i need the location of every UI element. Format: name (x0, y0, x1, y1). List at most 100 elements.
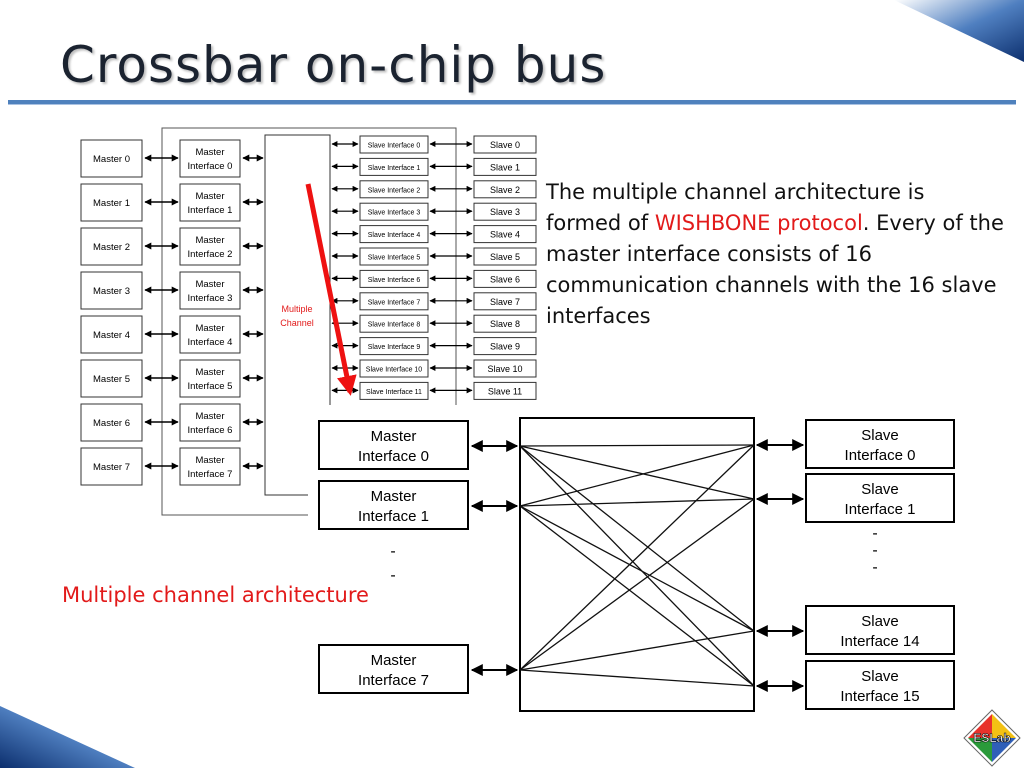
multiple-channel-label: Multiple (281, 304, 312, 314)
slave-box (473, 381, 537, 400)
crossbar-master-line2: Interface 7 (358, 672, 429, 689)
slave-interface-box (359, 247, 429, 266)
crossbar-connection (519, 505, 755, 687)
master-box (80, 227, 143, 266)
crossbar-slave-box (805, 660, 955, 710)
master-interface-box (179, 139, 241, 178)
master-interface-label: Master (195, 411, 224, 422)
slave-interface-label: Slave Interface 6 (368, 277, 421, 284)
master-interface-label: Interface 7 (188, 469, 233, 480)
slave-box (473, 202, 537, 221)
crossbar-slave-line1: Slave (861, 427, 899, 444)
multiple-channel-label: Channel (280, 318, 314, 328)
master-interface-label: Master (195, 323, 224, 334)
slave-label: Slave 8 (490, 319, 520, 329)
master-interface-label: Interface 1 (188, 205, 233, 216)
master-interface-box (179, 403, 241, 442)
crossbar-slave-box (805, 419, 955, 469)
crossbar-connection (519, 445, 755, 632)
crossbar-master-line2: Interface 0 (358, 448, 429, 465)
description-part2: . Every of the master interface consists… (546, 211, 1004, 328)
slave-interface-box (359, 359, 429, 378)
crossbar-slave-line2: Interface 15 (840, 688, 919, 705)
slave-interface-label: Slave Interface 2 (368, 187, 421, 194)
slave-interface-label: Slave Interface 10 (366, 367, 423, 374)
crossbar-master-box (318, 644, 469, 694)
master-interface-box (179, 227, 241, 266)
crossbar-slave-line2: Interface 14 (840, 633, 919, 650)
master-ellipsis: - (390, 543, 395, 560)
crossbar-connection (519, 498, 755, 507)
description-part1: The multiple channel architecture is for… (546, 180, 925, 235)
crossbar-slave-line2: Interface 0 (845, 447, 916, 464)
slave-box (473, 225, 537, 244)
slave-ellipsis: - (872, 525, 877, 542)
crossbar-connection (519, 444, 755, 507)
crossbar-slave-line1: Slave (861, 668, 899, 685)
crossbar-slave-line1: Slave (861, 613, 899, 630)
slave-interface-label: Slave Interface 8 (368, 322, 421, 329)
master-interface-label: Interface 3 (188, 293, 233, 304)
crossbar-slave-line1: Slave (861, 481, 899, 498)
slave-interface-box (359, 157, 429, 176)
crossbar-master-line2: Interface 1 (358, 508, 429, 525)
slave-interface-box (359, 202, 429, 221)
slave-interface-label: Slave Interface 1 (368, 165, 421, 172)
slave-label: Slave 5 (490, 252, 520, 262)
slave-ellipsis: - (872, 559, 877, 576)
slave-box (473, 157, 537, 176)
corner-decoration-top-right (894, 0, 1024, 62)
master-interface-label: Interface 5 (188, 381, 233, 392)
crossbar-connection (519, 444, 755, 671)
slave-interface-label: Slave Interface 3 (368, 210, 421, 217)
crossbar-master-box (318, 480, 469, 530)
crossbar-slave-box (805, 473, 955, 523)
slave-interface-label: Slave Interface 11 (366, 389, 422, 396)
description-text: The multiple channel architecture is for… (546, 177, 1006, 332)
master-interface-box (179, 447, 241, 486)
master-label: Master 0 (93, 154, 130, 165)
crossbar-switch-box (519, 417, 755, 712)
red-pointer-arrow (305, 183, 357, 396)
slave-interface-label: Slave Interface 0 (368, 143, 421, 150)
master-interface-label: Interface 4 (188, 337, 233, 348)
master-box (80, 403, 143, 442)
crossbar-master-box (318, 420, 469, 470)
crossbar-connection (519, 445, 755, 500)
slave-label: Slave 9 (490, 342, 520, 352)
slave-label: Slave 6 (490, 274, 520, 284)
crossbar-connection (519, 444, 755, 447)
title-underline (8, 100, 1016, 105)
wishbone-protocol-highlight: WISHBONE protocol (654, 211, 863, 235)
crossbar-master-line1: Master (371, 488, 417, 505)
master-label: Master 3 (93, 286, 130, 297)
crossbar-connection (519, 445, 755, 687)
crossbar-connection (519, 505, 755, 632)
master-label: Master 5 (93, 374, 130, 385)
slave-label: Slave 11 (488, 386, 522, 396)
slave-interface-label: Slave Interface 5 (368, 255, 421, 262)
slave-box (473, 337, 537, 356)
master-interface-box (179, 359, 241, 398)
master-ellipsis: - (390, 567, 395, 584)
slave-label: Slave 4 (490, 230, 520, 240)
master-label: Master 1 (93, 198, 130, 209)
master-box (80, 139, 143, 178)
master-interface-label: Master (195, 147, 224, 158)
slave-label: Slave 3 (490, 207, 520, 217)
slave-box (473, 292, 537, 311)
crossbar-slave-line2: Interface 1 (845, 501, 916, 518)
master-box (80, 183, 143, 222)
master-interface-box (179, 315, 241, 354)
eslab-logo: ESLab (963, 709, 1021, 767)
master-box (80, 271, 143, 310)
slave-interface-box (359, 292, 429, 311)
slave-interface-box (359, 135, 429, 154)
master-interface-label: Master (195, 191, 224, 202)
slave-label: Slave 10 (487, 364, 522, 374)
crossbar-master-line1: Master (371, 428, 417, 445)
master-label: Master 6 (93, 418, 130, 429)
